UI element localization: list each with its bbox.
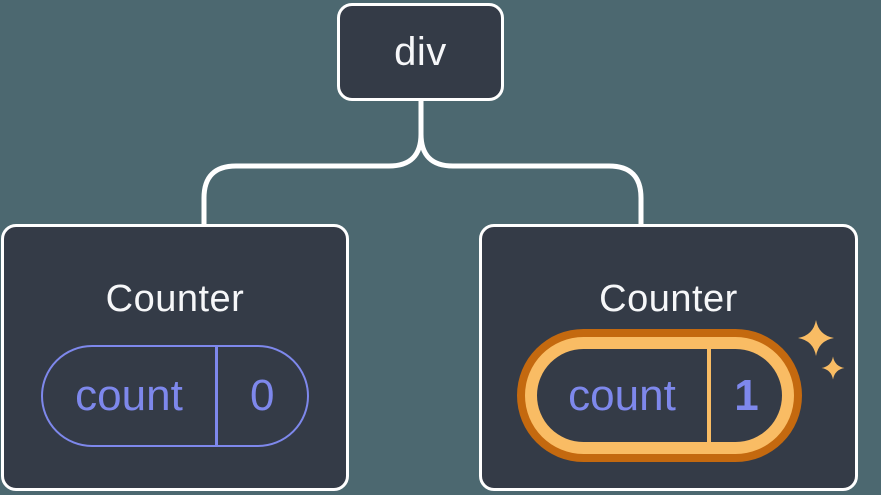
connector-left-branch — [201, 96, 424, 229]
tree-node-counter-1: Counter count 0 — [1, 224, 349, 491]
sparkles-icon — [798, 320, 845, 380]
sparkle-large-icon — [798, 320, 834, 356]
highlight-ring-inner: count 1 — [525, 337, 794, 454]
counter-1-title: Counter — [105, 278, 245, 320]
counter-2-state-pill-highlight-ring: count 1 — [517, 329, 802, 462]
connector-right-branch — [418, 96, 644, 229]
counter-2-state-pill: count 1 — [537, 349, 782, 442]
counter-1-state-pill: count 0 — [41, 345, 309, 447]
state-value: 1 — [734, 370, 759, 420]
tree-node-counter-2: Counter count 1 — [479, 224, 858, 491]
root-node-label: div — [394, 29, 447, 74]
tree-node-root: div — [337, 3, 504, 101]
state-key-label: count — [75, 371, 183, 420]
sparkle-small-icon — [821, 356, 845, 380]
state-value: 0 — [250, 371, 275, 420]
pill-divider — [215, 347, 218, 445]
state-key-label: count — [568, 370, 676, 420]
counter-2-title: Counter — [599, 278, 738, 320]
pill-divider — [707, 349, 711, 442]
